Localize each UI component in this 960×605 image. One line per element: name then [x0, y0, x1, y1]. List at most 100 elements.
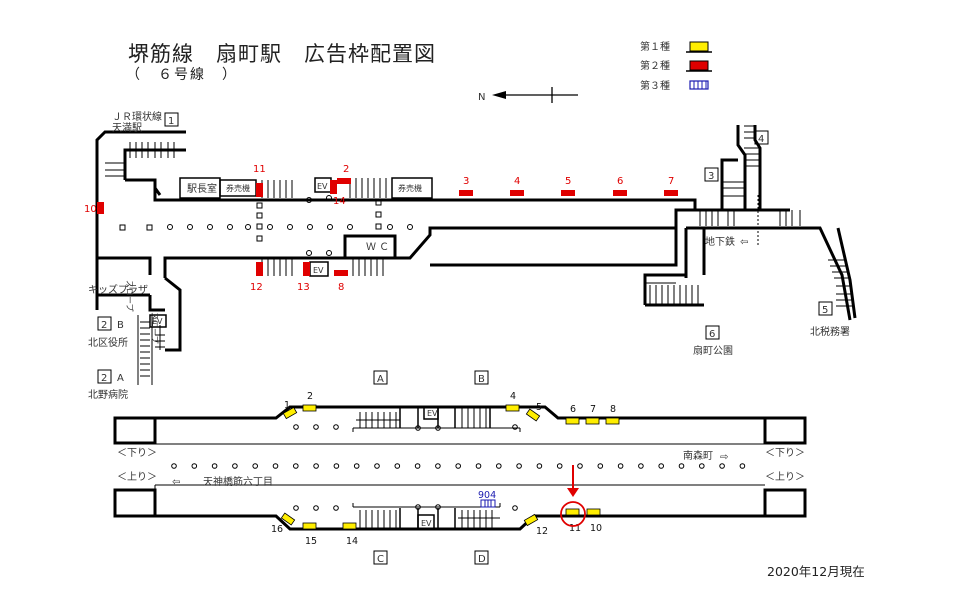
type1-frame-label-11: 11	[569, 523, 581, 534]
svg-text:北野病院: 北野病院	[88, 388, 128, 401]
type2-frame-label-3: 3	[463, 176, 469, 187]
type1-frame-6	[565, 417, 580, 425]
svg-text:ＪＲ環状線: ＪＲ環状線	[112, 110, 162, 123]
svg-text:B: B	[117, 320, 124, 331]
type2-frame-8	[334, 270, 348, 276]
exit-3[interactable]: 3	[704, 167, 719, 182]
exit-6[interactable]: 6 扇町公園	[693, 325, 733, 357]
type1-frame-label-1: 1	[284, 400, 290, 411]
exit-1[interactable]: 1 ＪＲ環状線 天満駅	[112, 110, 179, 134]
type2-frame-label-13: 13	[297, 282, 310, 293]
type3-frame-904: 904	[478, 490, 496, 508]
type2-frame-label-12: 12	[250, 282, 263, 293]
pillar	[191, 463, 198, 469]
type1-frame-label-12: 12	[536, 526, 548, 537]
type1-frame-2	[302, 404, 317, 412]
type2-frame-label-5: 5	[565, 176, 571, 187]
svg-text:904: 904	[478, 490, 496, 501]
pillar	[678, 463, 685, 469]
pillar	[415, 504, 421, 510]
exit-2a[interactable]: 2 A 北野病院	[88, 369, 128, 401]
page-title: 堺筋線 扇町駅 広告枠配置図	[128, 42, 436, 66]
up-label-right: ＜上り＞	[765, 471, 805, 483]
type1-frame-label-2: 2	[307, 391, 313, 402]
type2-frame-label-11: 11	[253, 164, 266, 175]
stair-d[interactable]: D	[474, 550, 489, 565]
pillar	[496, 463, 502, 469]
type2-frame-label-6: 6	[617, 176, 623, 187]
type1-frame-14	[342, 522, 357, 530]
arrow-right-icon: ⇨	[720, 452, 728, 463]
pillar	[313, 463, 319, 469]
type1-frame-15	[302, 522, 317, 530]
stair-a[interactable]: A	[373, 370, 388, 385]
pillar	[333, 505, 339, 511]
kids-plaza-label: キッズプラザ	[88, 283, 148, 296]
platform-pillars	[171, 424, 746, 511]
exit-5[interactable]: 5 北税務署	[810, 301, 850, 338]
pillar	[313, 505, 319, 511]
pillar	[658, 463, 665, 469]
type2-frame-label-7: 7	[668, 176, 674, 187]
type2-frame-label-2: 2	[343, 164, 349, 175]
type1-frame-label-5: 5	[536, 402, 542, 413]
type2-frame-label-10: 10	[84, 204, 97, 215]
wc-label: Ｗ Ｃ	[366, 242, 389, 253]
ev-bottom-label: EV	[313, 266, 324, 275]
type1-frame-7	[585, 417, 600, 425]
exit-4[interactable]: 4	[754, 130, 769, 145]
svg-text:北税務署: 北税務署	[810, 325, 850, 338]
pillar	[597, 463, 604, 469]
pillar	[617, 463, 624, 469]
pillar	[455, 463, 462, 469]
pillar	[394, 463, 401, 469]
pillar	[232, 463, 238, 469]
pillar	[512, 505, 518, 511]
type1-frame-10	[586, 508, 601, 516]
ev-top-label: EV	[317, 182, 328, 191]
pillar	[577, 463, 583, 469]
slope-label-2: スロープ	[150, 312, 159, 344]
as-of-date: 2020年12月現在	[767, 564, 865, 579]
pillar	[435, 463, 441, 469]
direction-north-label: 天神橋筋六丁目	[203, 475, 273, 488]
pillar	[211, 463, 218, 469]
type2-frame-2	[337, 178, 351, 184]
type1-frame-label-15: 15	[305, 536, 317, 547]
svg-text:天満駅: 天満駅	[112, 122, 142, 134]
platform-ev-label: EV	[427, 409, 438, 418]
legend: 第１種 第２種 第３種	[640, 40, 712, 92]
pillar	[333, 424, 339, 430]
north-label: N	[478, 92, 485, 103]
pillar	[171, 463, 177, 469]
down-label-right: ＜下り＞	[765, 447, 805, 459]
subway-label: 地下鉄	[705, 235, 735, 248]
pillar	[293, 463, 299, 469]
exit-2b[interactable]: 2 B 北区役所	[88, 316, 128, 349]
legend-label-type3: 第３種	[640, 79, 670, 92]
down-label-left: ＜下り＞	[117, 447, 157, 459]
platform-ev-label-2: EV	[421, 519, 432, 528]
pillar	[272, 463, 279, 469]
pillar	[435, 425, 441, 431]
type1-frame-11	[565, 508, 580, 516]
type1-frame-label-10: 10	[590, 523, 602, 534]
type2-frame-10	[97, 202, 104, 214]
type2-frame-6	[613, 190, 627, 196]
ticket-machine-2-label: 券売機	[398, 183, 422, 193]
stair-b[interactable]: B	[474, 370, 489, 385]
line-subtitle: （ ６号線 ）	[126, 67, 238, 83]
type2-frame-4	[510, 190, 524, 196]
svg-text:2: 2	[101, 373, 107, 384]
pillar	[719, 463, 725, 469]
type1-frame-label-6: 6	[570, 404, 576, 415]
type1-frame-12	[523, 513, 539, 527]
type1-frame-label-14: 14	[346, 536, 358, 547]
pillar	[512, 424, 518, 430]
type1-frame-5	[525, 408, 541, 422]
legend-swatch-type2	[689, 60, 709, 71]
svg-text:A: A	[117, 373, 124, 384]
stair-c[interactable]: C	[373, 550, 388, 565]
